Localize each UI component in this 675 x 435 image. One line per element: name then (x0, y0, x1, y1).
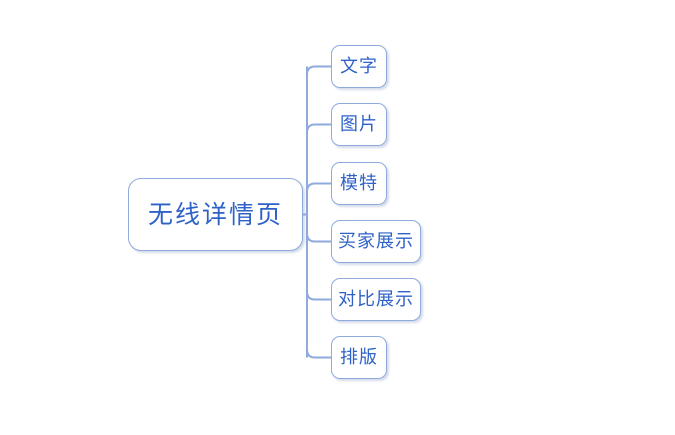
root-node[interactable]: 无线详情页 (128, 178, 303, 251)
child-node-5[interactable]: 对比展示 (331, 278, 421, 321)
child-node-1[interactable]: 文字 (331, 45, 387, 88)
connector-branch-3 (306, 182, 331, 192)
connector-branch-2 (306, 123, 331, 133)
child-node-4[interactable]: 买家展示 (331, 220, 421, 263)
connector-branch-5 (306, 291, 331, 301)
child-node-label: 文字 (340, 55, 378, 77)
connector-branch-1 (306, 65, 331, 75)
child-node-label: 模特 (340, 172, 378, 194)
root-node-label: 无线详情页 (147, 200, 283, 229)
connector-branch-4 (306, 233, 331, 243)
child-node-label: 对比展示 (338, 288, 414, 310)
child-node-3[interactable]: 模特 (331, 162, 387, 205)
child-node-label: 买家展示 (338, 230, 414, 252)
connector-branch-6 (306, 349, 331, 359)
child-node-2[interactable]: 图片 (331, 103, 387, 146)
child-node-label: 排版 (340, 346, 378, 368)
child-node-6[interactable]: 排版 (331, 336, 387, 379)
child-node-label: 图片 (340, 113, 378, 135)
